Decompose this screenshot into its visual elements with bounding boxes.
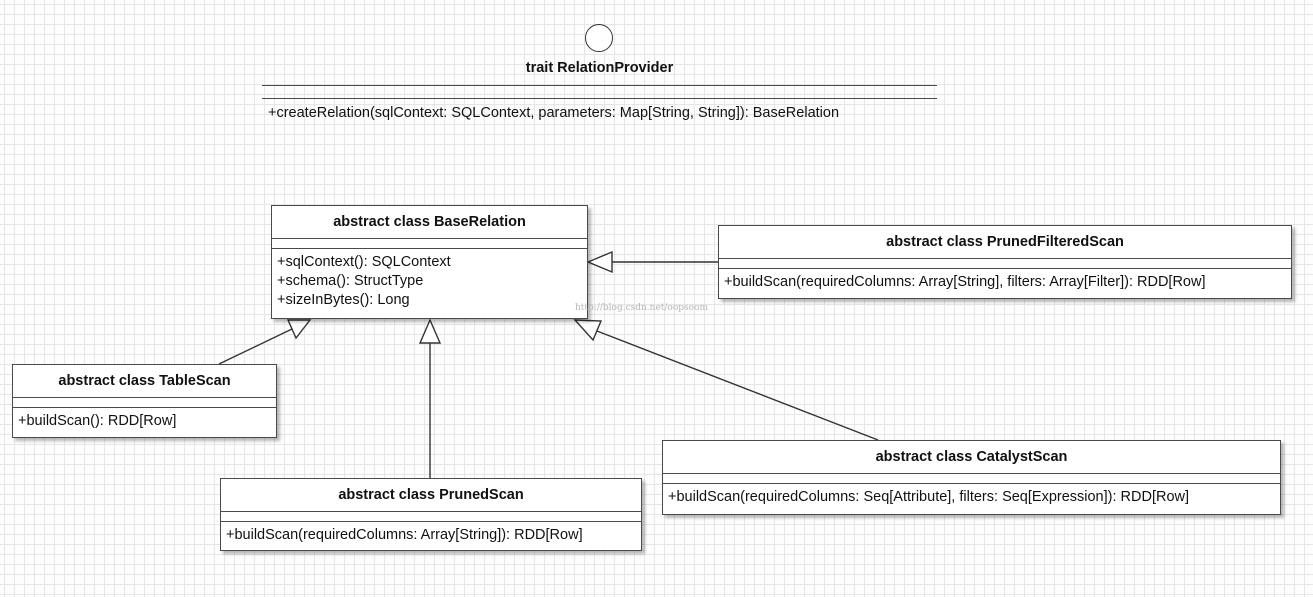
generalization-arrowhead	[586, 250, 613, 274]
generalization-arrowhead	[418, 318, 442, 344]
trait-operation: +createRelation(sqlContext: SQLContext, …	[268, 105, 840, 121]
trait-divider	[262, 98, 937, 99]
operation: +schema(): StructType	[277, 273, 424, 289]
class-title: abstract class CatalystScan	[875, 449, 1068, 465]
class-tablescan: abstract class TableScan +buildScan(): R…	[12, 364, 277, 438]
class-title: abstract class PrunedScan	[338, 487, 524, 503]
operation: +sizeInBytes(): Long	[277, 292, 410, 308]
class-prunedfilteredscan: abstract class PrunedFilteredScan +build…	[718, 225, 1292, 299]
operations-compartment: +buildScan(): RDD[Row]	[13, 407, 276, 435]
attributes-compartment	[13, 397, 276, 407]
class-title: abstract class BaseRelation	[333, 214, 526, 230]
operation: +buildScan(requiredColumns: Seq[Attribut…	[668, 489, 1190, 505]
class-baserelation: abstract class BaseRelation +sqlContext(…	[271, 205, 588, 319]
class-title: abstract class TableScan	[58, 373, 231, 389]
class-prunedscan: abstract class PrunedScan +buildScan(req…	[220, 478, 642, 551]
class-title: abstract class PrunedFilteredScan	[886, 234, 1124, 250]
attributes-compartment	[272, 238, 587, 248]
operation: +buildScan(): RDD[Row]	[18, 413, 177, 429]
operation: +buildScan(requiredColumns: Array[String…	[226, 527, 583, 543]
operation: +sqlContext(): SQLContext	[277, 254, 451, 270]
trait-divider	[262, 85, 937, 86]
generalization-arrowhead	[573, 319, 603, 342]
watermark: http://blog.csdn.net/oopsoom	[575, 303, 709, 313]
attributes-compartment	[719, 258, 1291, 268]
operations-compartment: +buildScan(requiredColumns: Array[String…	[221, 521, 641, 549]
operations-compartment: +buildScan(requiredColumns: Array[String…	[719, 268, 1291, 296]
interface-circle-icon	[585, 24, 613, 52]
class-catalystscan: abstract class CatalystScan +buildScan(r…	[662, 440, 1281, 515]
trait-title: trait RelationProvider	[525, 60, 674, 76]
attributes-compartment	[221, 511, 641, 521]
operations-compartment: +sqlContext(): SQLContext +schema(): Str…	[272, 248, 587, 314]
trait-relationprovider: trait RelationProvider +createRelation(s…	[262, 24, 937, 128]
attributes-compartment	[663, 473, 1280, 483]
edge-catalystscan-to-baserelation	[596, 330, 879, 441]
edge-tablescan-to-baserelation	[218, 328, 293, 365]
generalization-arrowhead	[286, 319, 312, 340]
operations-compartment: +buildScan(requiredColumns: Seq[Attribut…	[663, 483, 1280, 511]
operation: +buildScan(requiredColumns: Array[String…	[724, 274, 1206, 290]
